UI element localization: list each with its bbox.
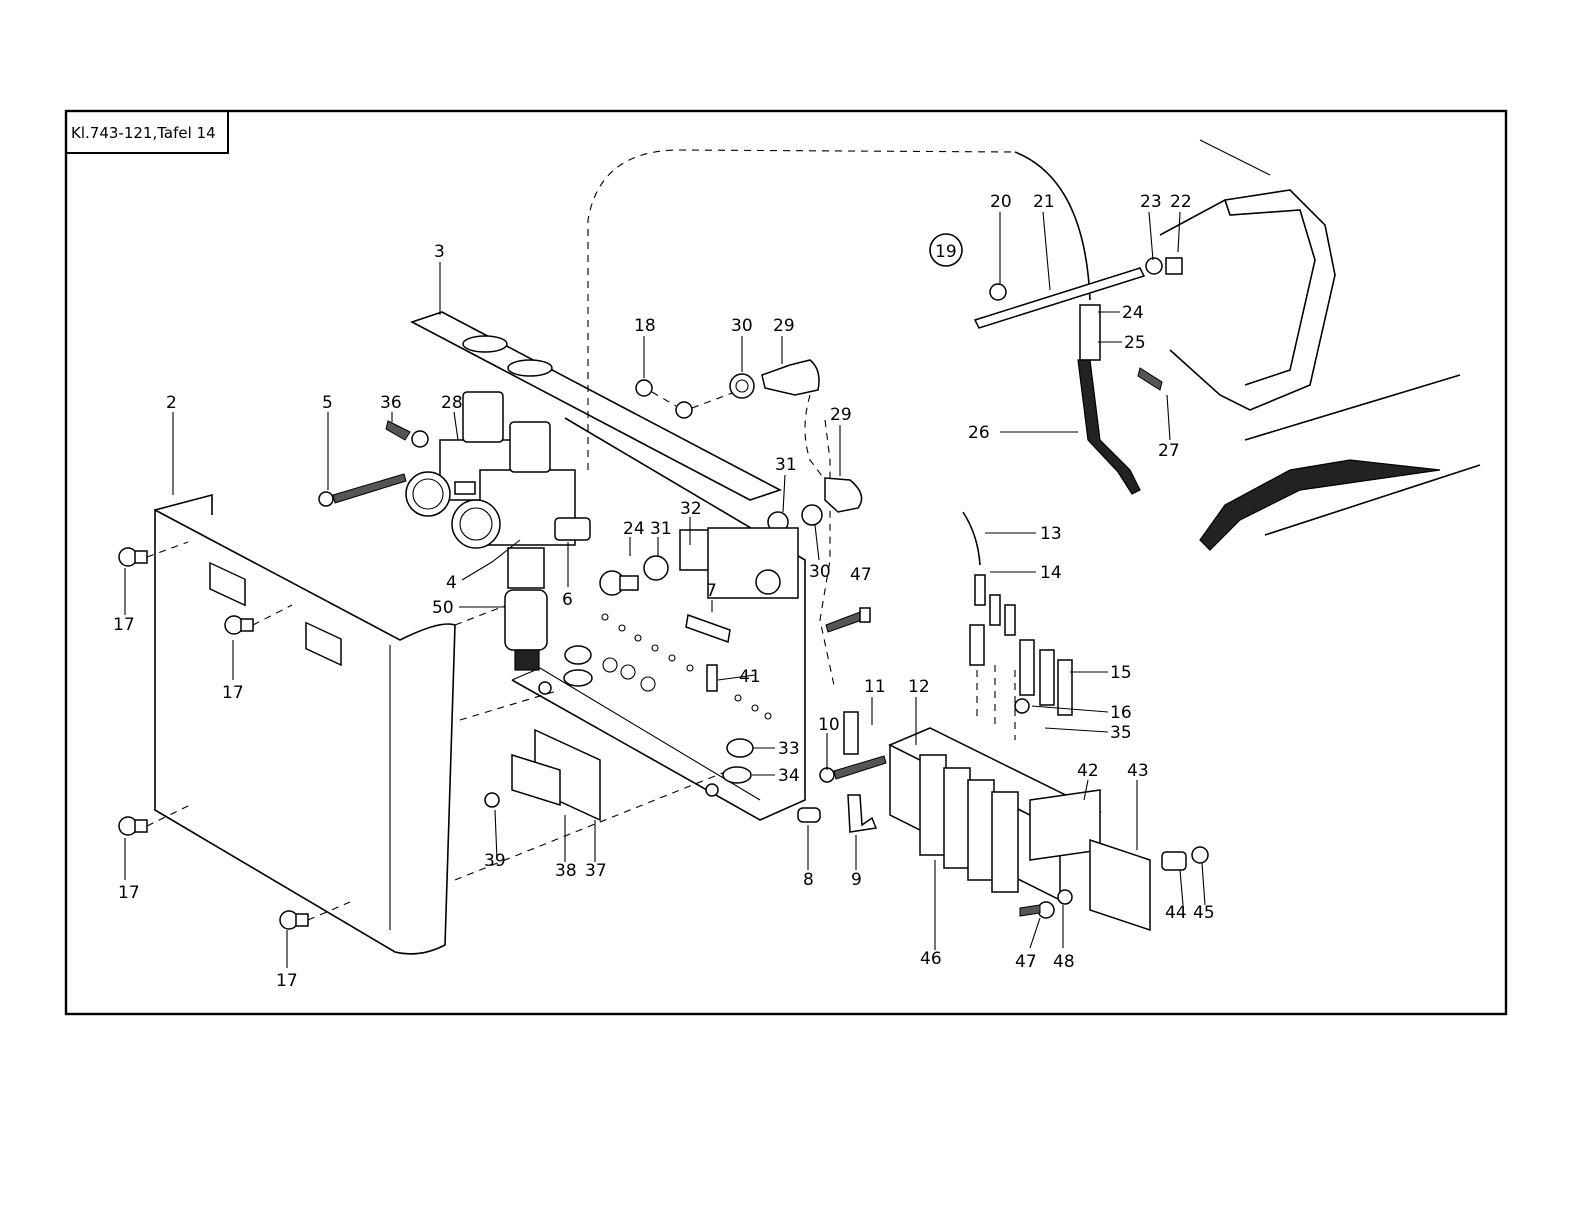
- knurled-screw-17b: [225, 616, 253, 634]
- callout-2: 2: [166, 393, 177, 413]
- callout-29b: 29: [830, 405, 852, 425]
- fitting-6: [555, 518, 590, 540]
- callout-33: 33: [778, 739, 800, 759]
- callout-17b: 17: [222, 683, 244, 703]
- callout-46: 46: [920, 949, 942, 969]
- callout-25: 25: [1124, 333, 1146, 353]
- callout-31a: 31: [775, 455, 797, 475]
- screw-47-top: [826, 608, 870, 632]
- callout-42: 42: [1077, 761, 1099, 781]
- tee-7: [686, 615, 730, 642]
- callout-31b: 31: [650, 519, 672, 539]
- callout-9: 9: [851, 870, 862, 890]
- fitting-30a: [730, 374, 754, 398]
- callout-21: 21: [1033, 192, 1055, 212]
- callout-18: 18: [634, 316, 656, 336]
- callout-47a: 47: [850, 565, 872, 585]
- washer-48: [1058, 890, 1072, 904]
- tube-13: [963, 512, 980, 565]
- callout-29a: 29: [773, 316, 795, 336]
- callout-17a: 17: [113, 615, 135, 635]
- long-screw-5: [319, 474, 406, 506]
- valve-manifold: [890, 728, 1150, 930]
- callout-22: 22: [1170, 192, 1192, 212]
- callout-6: 6: [562, 590, 573, 610]
- callout-39: 39: [484, 851, 506, 871]
- callout-41: 41: [739, 667, 761, 687]
- callout-26: 26: [968, 423, 990, 443]
- callout-37: 37: [585, 861, 607, 881]
- nut-45: [1192, 847, 1208, 863]
- callout-13: 13: [1040, 524, 1062, 544]
- callout-24a: 24: [623, 519, 645, 539]
- callout-24b: 24: [1122, 303, 1144, 323]
- knurled-screw-17a: [119, 548, 147, 566]
- callout-32: 32: [680, 499, 702, 519]
- callout-34: 34: [778, 766, 800, 786]
- filter-regulator-unit: [406, 392, 575, 670]
- callout-20: 20: [990, 192, 1012, 212]
- nut-16: [1015, 699, 1029, 713]
- callout-35: 35: [1110, 723, 1132, 743]
- title-block: Kl.743-121,Tafel 14: [66, 111, 228, 153]
- callout-11: 11: [864, 677, 886, 697]
- screw-10: [820, 756, 886, 782]
- nut-33: [565, 646, 753, 757]
- fitting-36: [386, 421, 428, 447]
- elbow-9: [848, 795, 876, 832]
- callout-27: 27: [1158, 441, 1180, 461]
- callout-16: 16: [1110, 703, 1132, 723]
- callout-23: 23: [1140, 192, 1162, 212]
- callout-12: 12: [908, 677, 930, 697]
- callout-10: 10: [818, 715, 840, 735]
- solenoid-valve-32: [680, 528, 798, 598]
- elbow-29a: [762, 360, 819, 395]
- callout-14: 14: [1040, 563, 1062, 583]
- sleeve-44: [1162, 852, 1186, 870]
- callout-28: 28: [441, 393, 463, 413]
- callout-3: 3: [434, 242, 445, 262]
- callout-30b: 30: [809, 562, 831, 582]
- callout-45: 45: [1193, 903, 1215, 923]
- elbow-29b: [825, 478, 862, 512]
- callout-17d: 17: [276, 971, 298, 991]
- detail-19-group: 19: [930, 140, 1480, 550]
- callout-38: 38: [555, 861, 577, 881]
- callout-48: 48: [1053, 952, 1075, 972]
- knurled-screw-17c: [119, 817, 147, 835]
- fitting-24-left: [600, 571, 638, 595]
- detail-19-marker: 19: [935, 242, 957, 262]
- cover-panel: [155, 495, 730, 954]
- callout-44: 44: [1165, 903, 1187, 923]
- terminal-block: [485, 730, 600, 820]
- knurled-screw-17d: [280, 911, 308, 929]
- callout-4: 4: [446, 573, 457, 593]
- callout-5: 5: [322, 393, 333, 413]
- callout-36: 36: [380, 393, 402, 413]
- callout-17c: 17: [118, 883, 140, 903]
- screw-47-bottom: [1020, 902, 1054, 918]
- fitting-31b: [644, 556, 668, 580]
- callout-50: 50: [432, 598, 454, 618]
- callout-30a: 30: [731, 316, 753, 336]
- nipple-41: [707, 665, 717, 691]
- callout-15: 15: [1110, 663, 1132, 683]
- callout-8: 8: [803, 870, 814, 890]
- title-block-text: Kl.743-121,Tafel 14: [71, 124, 216, 142]
- tube-11: [844, 712, 858, 754]
- callout-47b: 47: [1015, 952, 1037, 972]
- callout-43: 43: [1127, 761, 1149, 781]
- callout-7: 7: [706, 581, 717, 601]
- fitting-8: [798, 808, 820, 822]
